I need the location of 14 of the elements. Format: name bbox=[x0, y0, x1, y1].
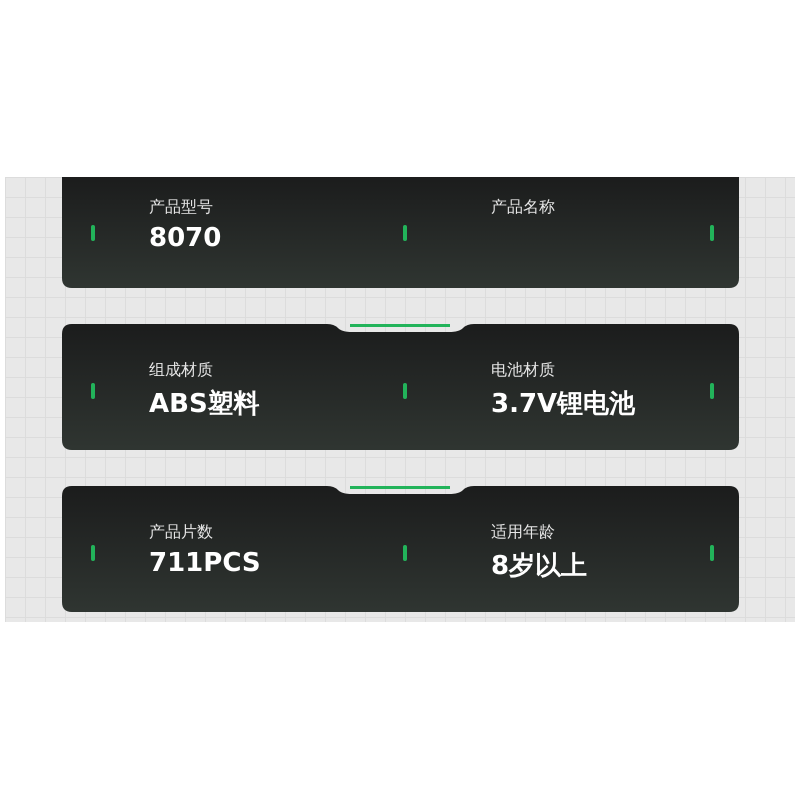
spec-value: ABS塑料 bbox=[149, 388, 260, 421]
spec-panel bbox=[62, 324, 739, 450]
spec-value: 3.7V锂电池 bbox=[491, 388, 636, 421]
spec-value: 8岁以上 bbox=[491, 550, 588, 583]
spec-value: 8070 bbox=[149, 223, 222, 253]
spec-label: 组成材质 bbox=[149, 360, 213, 381]
spec-panel bbox=[62, 177, 739, 288]
spec-label: 产品片数 bbox=[149, 522, 213, 543]
spec-label: 适用年龄 bbox=[491, 522, 555, 543]
spec-panel bbox=[62, 486, 739, 612]
spec-value: 711PCS bbox=[149, 548, 261, 578]
spec-label: 产品名称 bbox=[491, 197, 555, 218]
spec-label: 产品型号 bbox=[149, 197, 213, 218]
spec-label: 电池材质 bbox=[491, 360, 555, 381]
